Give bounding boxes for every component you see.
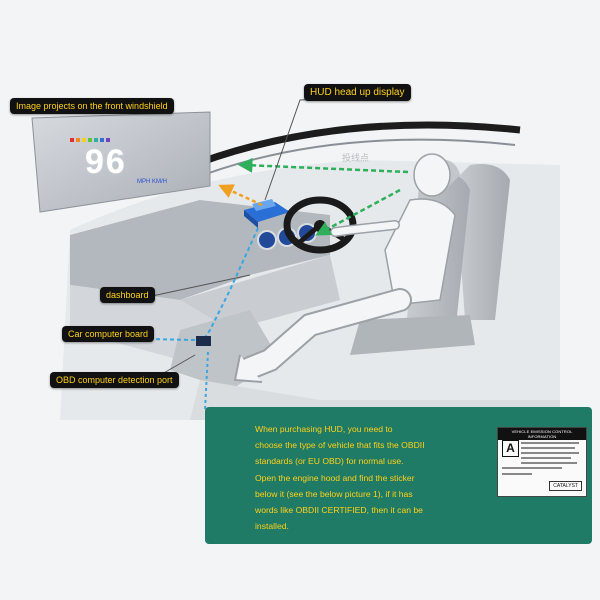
projected-image-panel bbox=[31, 111, 211, 213]
info-line: standards (or EU OBD) for normal use. bbox=[255, 456, 404, 467]
watermark-text: 投线点 bbox=[342, 154, 370, 164]
sticker-text-line bbox=[521, 462, 577, 464]
sight-line-arrows bbox=[218, 157, 409, 236]
computer-board-label: Car computer board bbox=[62, 326, 155, 342]
driver-silhouette bbox=[233, 153, 456, 383]
sticker-heading: VEHICLE EMISSION CONTROL INFORMATION bbox=[498, 428, 586, 440]
sticker-text-line bbox=[521, 447, 575, 449]
sticker-text-line bbox=[502, 473, 532, 475]
sticker-grade: A bbox=[502, 440, 519, 457]
hud-speed-units: MPH KM/H bbox=[137, 179, 167, 185]
info-line: words like OBDII CERTIFIED, then it can … bbox=[255, 505, 423, 516]
info-text: When purchasing HUD, you need to choose … bbox=[255, 421, 490, 534]
sticker-catalyst: CATALYST bbox=[549, 481, 582, 491]
hud-speed-readout: 96 bbox=[85, 143, 127, 181]
emission-sticker: VEHICLE EMISSION CONTROL INFORMATION A C… bbox=[497, 427, 587, 497]
info-line: choose the type of vehicle that fits the… bbox=[255, 440, 425, 451]
info-line: Open the engine hood and find the sticke… bbox=[255, 472, 415, 483]
dashboard-label: dashboard bbox=[100, 287, 155, 303]
windshield-label: Image projects on the front windshield bbox=[10, 98, 174, 114]
hud-label: HUD head up display bbox=[304, 84, 411, 101]
sticker-text-line bbox=[521, 457, 571, 459]
sticker-text-line bbox=[521, 442, 579, 444]
info-panel: When purchasing HUD, you need to choose … bbox=[205, 407, 592, 544]
info-line: When purchasing HUD, you need to bbox=[255, 424, 393, 434]
sticker-text-line bbox=[502, 467, 562, 469]
obd-port-label: OBD computer detection port bbox=[50, 372, 179, 388]
info-line: below it (see the below picture 1), if i… bbox=[255, 488, 413, 499]
info-line: installed. bbox=[255, 521, 289, 532]
sticker-text-line bbox=[521, 452, 579, 454]
